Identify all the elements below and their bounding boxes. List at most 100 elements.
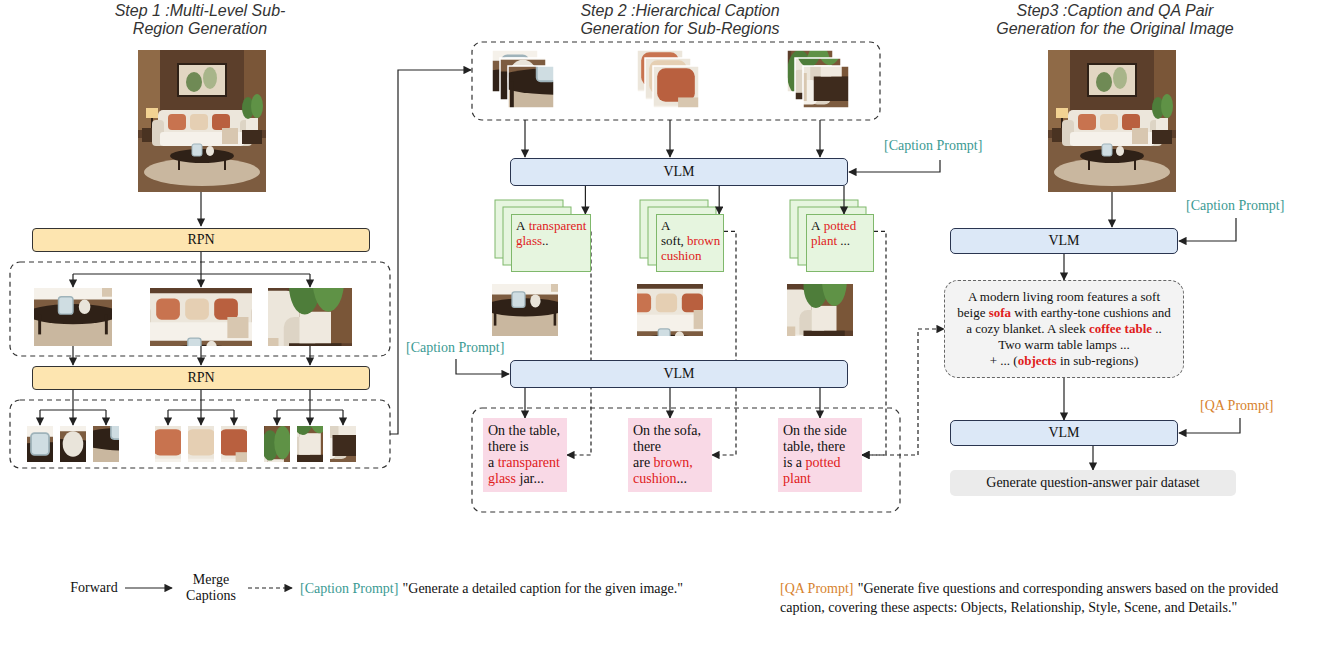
use-shape xyxy=(0,264,164,520)
vlm-box: VLM xyxy=(950,228,1178,254)
path-shape xyxy=(309,346,310,365)
path-shape xyxy=(309,410,310,425)
small-region xyxy=(0,264,164,520)
path-shape xyxy=(1179,218,1236,241)
use-shape xyxy=(1048,50,1176,192)
prompt-definition: [QA Prompt]"Generate five questions and … xyxy=(780,579,1310,617)
vlm-box: VLM xyxy=(510,158,848,186)
caption-card: Atransparent glass.. xyxy=(511,214,591,272)
prompt-text: "Generate a detailed caption for the giv… xyxy=(403,581,683,596)
path-shape xyxy=(524,120,525,157)
path-shape xyxy=(72,274,73,287)
prompt-tag: [Caption Prompt] xyxy=(300,581,398,596)
path-shape xyxy=(73,273,310,274)
node-label: sofa xyxy=(989,305,1011,320)
path-shape xyxy=(342,410,343,425)
path-shape xyxy=(105,410,106,425)
merged-caption: On the table, there is atransparent glas… xyxy=(483,418,567,492)
node-label: jar... xyxy=(520,471,545,486)
node-label: VLM xyxy=(663,366,694,381)
image-caption: A modern living room features a soft bei… xyxy=(944,280,1184,378)
path-shape xyxy=(39,410,40,425)
node-text: VLM xyxy=(951,425,1177,441)
small-region xyxy=(105,311,335,567)
node-label: Generate question-answer pair dataset xyxy=(986,475,1199,490)
prompt-tag: [Caption Prompt] xyxy=(1186,198,1284,214)
node-label: RPN xyxy=(187,370,214,385)
node-text: RPN xyxy=(33,232,369,248)
forward-connector xyxy=(669,388,670,418)
forward-connector xyxy=(719,186,720,214)
node-text: Apotted plant... xyxy=(811,218,869,248)
prompt-tag: [Caption Prompt] xyxy=(406,340,504,356)
path-shape xyxy=(72,390,73,410)
path-shape xyxy=(200,274,201,287)
vlm-box: VLM xyxy=(950,420,1178,446)
path-shape xyxy=(72,346,73,365)
prompt-definition: [Caption Prompt] "Generate a detailed cap… xyxy=(300,579,770,598)
node-label: VLM xyxy=(1048,425,1079,440)
use-shape xyxy=(118,365,295,562)
path-shape xyxy=(309,274,310,287)
forward-connector xyxy=(843,186,844,214)
path-shape xyxy=(276,410,277,425)
node-text: On the table, there is atransparent glas… xyxy=(488,423,562,487)
node-text: A soft,brown cushion xyxy=(661,218,719,263)
node-text: On the side table, there is apotted plan… xyxy=(783,423,857,487)
forward-connector xyxy=(1063,378,1064,420)
node-label: VLM xyxy=(1048,233,1079,248)
node-text: VLM xyxy=(511,164,847,180)
path-shape xyxy=(456,359,509,374)
merge-connector xyxy=(862,329,944,455)
node-label: ... xyxy=(677,471,688,486)
output-box: Generate question-answer pair dataset xyxy=(950,470,1236,496)
rpn-box: RPN xyxy=(32,228,370,252)
prompt-tag: [Caption Prompt] xyxy=(884,138,982,154)
room-photo xyxy=(138,50,266,192)
node-label: in sub-regions) xyxy=(1060,353,1138,368)
prompt-tag: [QA Prompt] xyxy=(780,581,854,596)
forward-connector xyxy=(1063,254,1064,280)
sub-region xyxy=(442,170,608,355)
merged-caption: On the sofa, there arebrown, cushion... xyxy=(628,418,712,492)
small-region xyxy=(177,315,369,528)
step-title: Step3 :Caption and QA Pair Generation fo… xyxy=(965,2,1265,38)
use-shape xyxy=(105,311,335,567)
forward-connector xyxy=(819,388,820,418)
forward-connector xyxy=(1092,446,1093,470)
flow-arrows xyxy=(40,70,1240,588)
node-text: Atransparent glass.. xyxy=(516,218,586,248)
merged-caption: On the side table, there is apotted plan… xyxy=(778,418,862,492)
path-shape xyxy=(200,410,201,425)
node-text: A modern living room features a soft bei… xyxy=(955,289,1173,369)
path-shape xyxy=(1179,418,1240,433)
forward-connector xyxy=(524,388,525,418)
node-label: ... xyxy=(840,233,850,248)
node-label: RPN xyxy=(187,232,214,247)
prompt-tag: [QA Prompt] xyxy=(1200,398,1274,414)
path-shape xyxy=(200,346,201,365)
path-shape xyxy=(390,70,471,434)
use-shape xyxy=(0,160,166,366)
path-shape xyxy=(309,390,310,410)
small-region xyxy=(118,365,295,562)
group-frame xyxy=(472,408,900,512)
node-label: coffee table xyxy=(1089,321,1152,336)
node-label: A soft, xyxy=(661,218,684,248)
node-label: .. xyxy=(542,233,549,248)
vlm-box: VLM xyxy=(510,360,848,388)
image-border xyxy=(653,66,699,108)
node-label: transparent glass xyxy=(516,218,586,248)
path-shape xyxy=(669,120,670,157)
room-photo xyxy=(1048,50,1176,192)
path-shape xyxy=(200,252,201,274)
node-label: A xyxy=(811,218,820,233)
legend-text: Forward xyxy=(66,580,122,596)
path-shape xyxy=(125,587,172,588)
path-shape xyxy=(200,192,201,226)
path-shape xyxy=(1111,192,1112,227)
node-text: RPN xyxy=(33,370,369,386)
step-title: Step 2 :Hierarchical Caption Generation … xyxy=(540,2,820,38)
path-shape xyxy=(248,587,292,588)
rpn-box: RPN xyxy=(32,366,370,390)
